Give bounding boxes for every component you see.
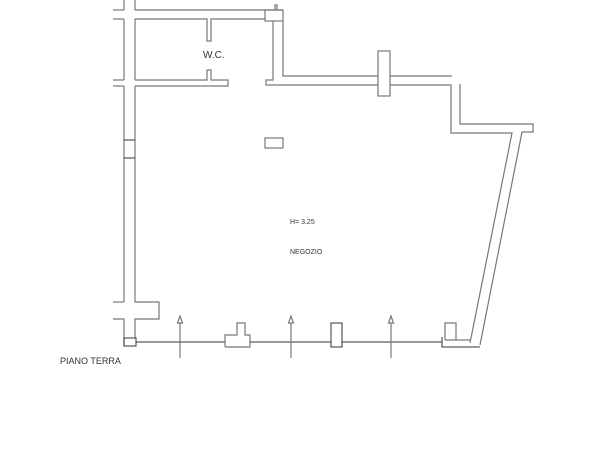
column-back [377, 50, 391, 97]
back-wall-inner [265, 21, 513, 344]
corner-column [264, 9, 284, 22]
entrance-arrow-icon [387, 314, 395, 358]
floor-label: PIANO TERRA [60, 356, 121, 366]
column [123, 337, 137, 347]
entrance-arrow-icon [287, 314, 295, 358]
left-wall-inner-low [134, 86, 160, 338]
height-label: H= 3.25 [290, 219, 315, 226]
pipe [274, 4, 278, 11]
pillar-t [224, 322, 251, 348]
corner-pillar-inner [444, 322, 457, 341]
room-label: NEGOZIO [290, 249, 323, 256]
wc-label: W.C. [203, 50, 225, 61]
back-wall-outer [282, 21, 452, 77]
fixture-box [264, 137, 284, 149]
pillar [330, 322, 343, 348]
side-wall-outer [459, 84, 534, 346]
wc-bottom-wall [135, 69, 229, 87]
entrance-arrows [176, 314, 395, 358]
entrance-arrow-icon [176, 314, 184, 358]
storefront [136, 322, 480, 348]
walls [113, 0, 534, 347]
wall-stub [113, 318, 125, 346]
corner-pillar [441, 337, 480, 348]
wc-partition [135, 18, 265, 42]
